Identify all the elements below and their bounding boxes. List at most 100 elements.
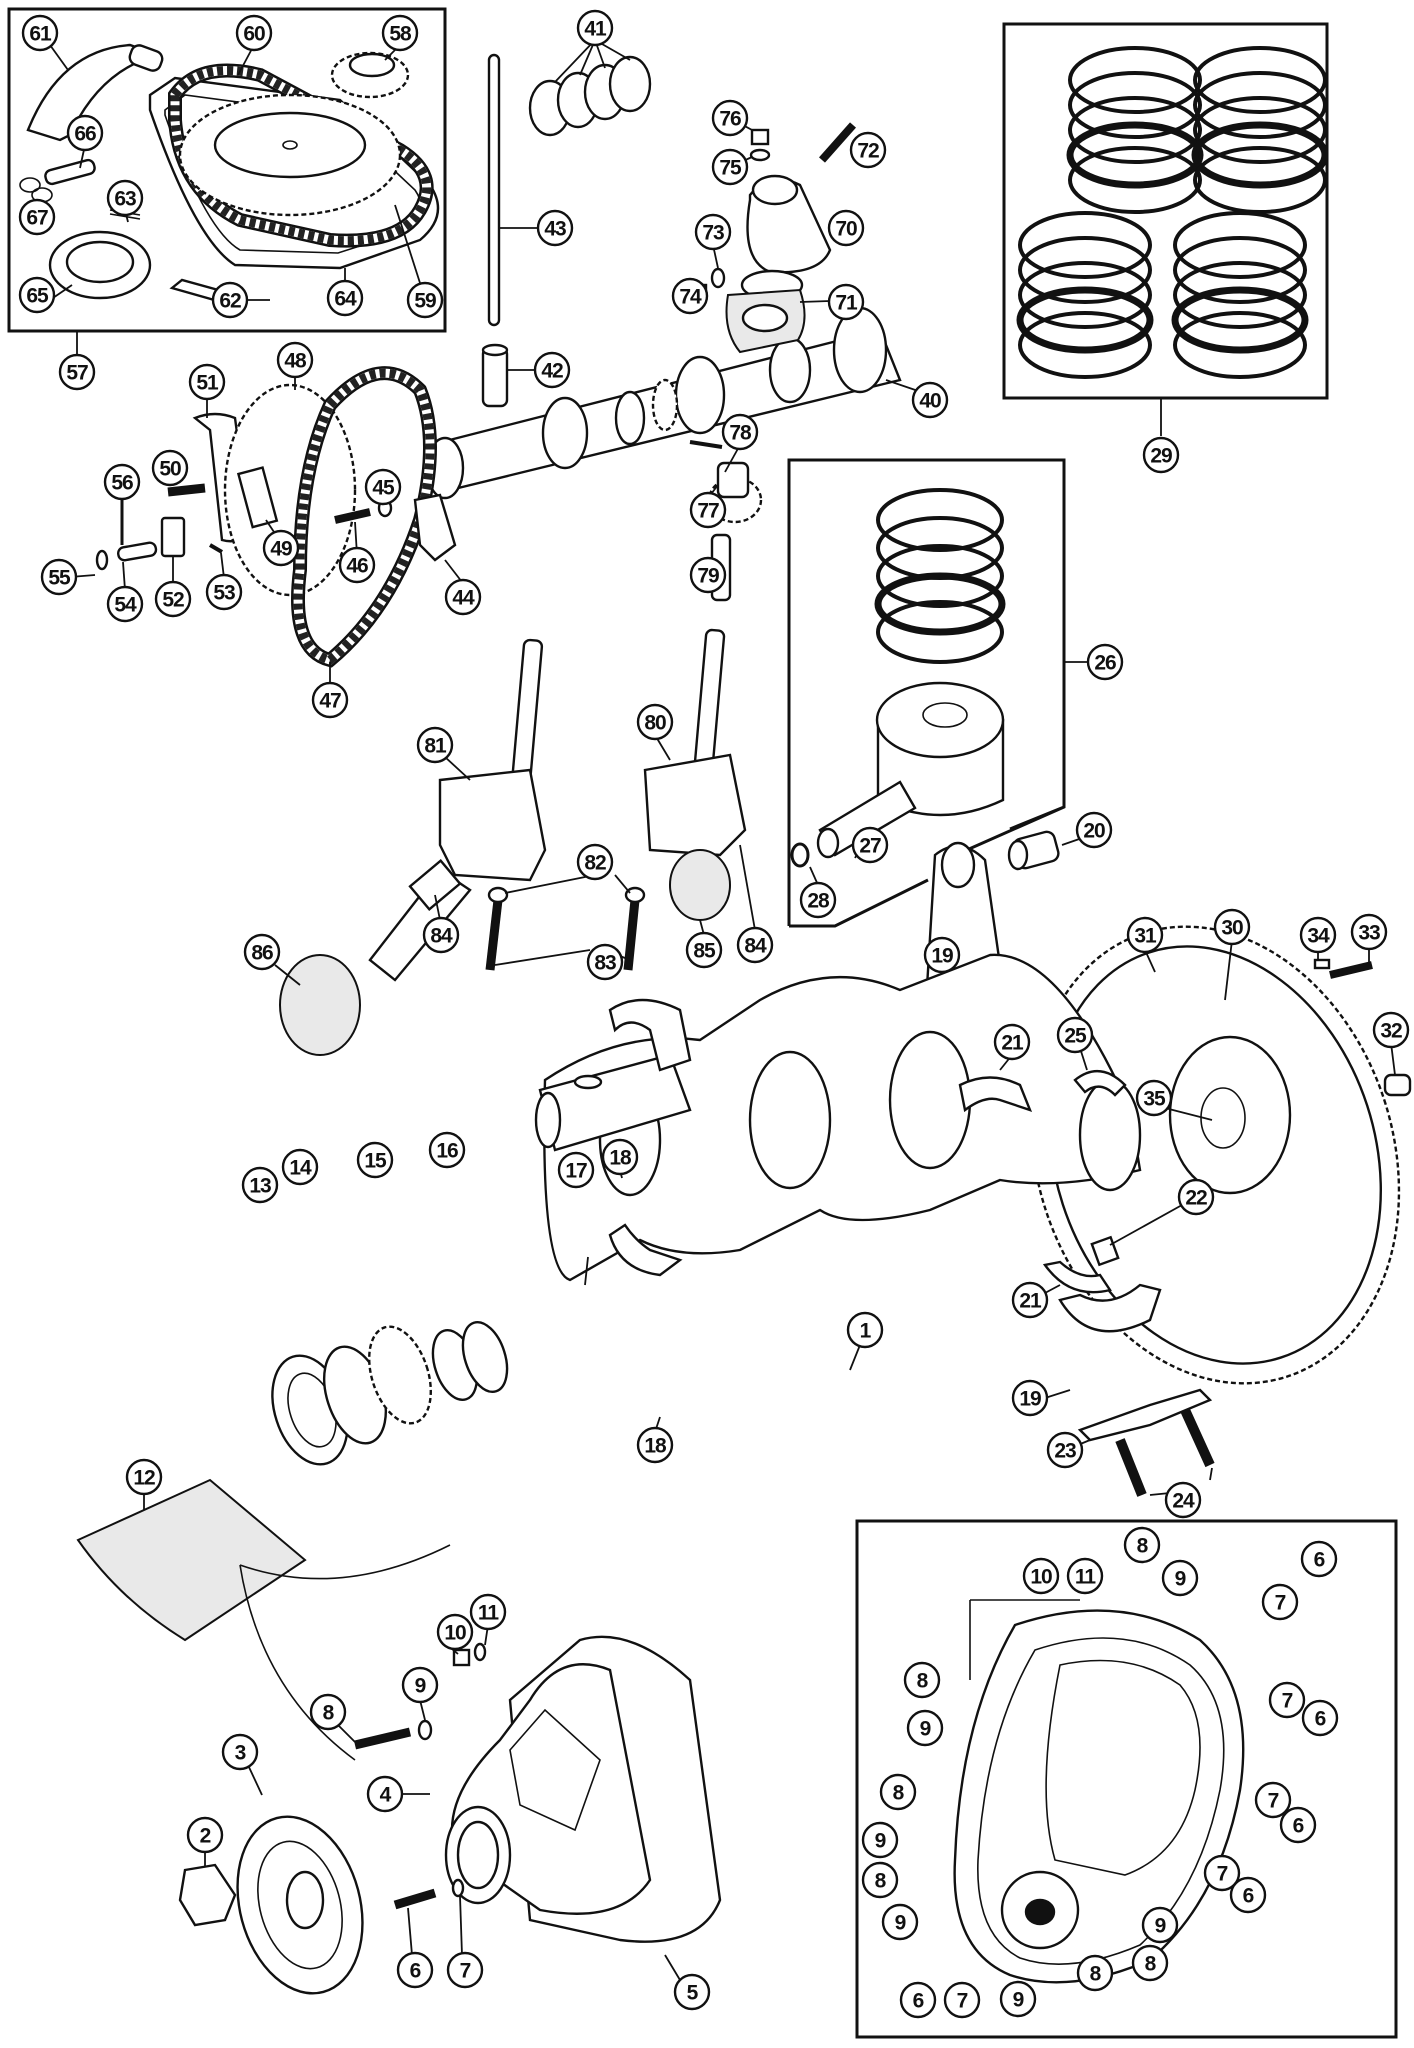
callout-9: 9: [401, 1666, 439, 1704]
callout-circle: [186, 1816, 224, 1854]
callout-circle: [879, 1773, 917, 1811]
callout-label: 19: [1019, 1388, 1041, 1411]
callout-circle: [1126, 916, 1164, 954]
callout-circle: [1177, 1178, 1215, 1216]
callout-circle: [861, 1821, 899, 1859]
callout-62: 62: [211, 281, 249, 319]
callout-8: 8: [1131, 1944, 1169, 1982]
callout-19: 19: [1011, 1379, 1049, 1417]
callout-label: 64: [334, 288, 357, 311]
callout-3: 3: [221, 1733, 259, 1771]
callout-circle: [536, 209, 574, 247]
callout-circle: [21, 14, 59, 52]
callout-label: 26: [1094, 652, 1116, 675]
callout-23: 23: [1046, 1431, 1084, 1469]
callout-label: 85: [693, 940, 716, 963]
callout-label: 63: [114, 188, 136, 211]
callout-label: 29: [1150, 445, 1172, 468]
callout-label: 74: [679, 286, 702, 309]
callout-label: 8: [893, 1782, 905, 1805]
timing-kit-parts: [19, 43, 440, 307]
callout-circle: [1142, 436, 1180, 474]
timing-chain-kit-box: [7, 7, 447, 333]
callout-circle: [1011, 1281, 1049, 1319]
callout-label: 67: [26, 207, 48, 230]
callout-34: 34: [1299, 916, 1337, 954]
piston-ring-sets: [1016, 46, 1329, 379]
callout-label: 18: [644, 1435, 667, 1458]
callout-circle: [66, 114, 104, 152]
callout-58: 58: [381, 14, 419, 52]
callout-44: 44: [444, 578, 482, 616]
callout-circle: [1161, 1559, 1199, 1597]
callout-label: 59: [414, 290, 436, 313]
callout-6: 6: [1229, 1876, 1267, 1914]
callout-circle: [406, 281, 444, 319]
callout-43: 43: [536, 209, 574, 247]
callout-circle: [1123, 1526, 1161, 1564]
callout-circle: [106, 179, 144, 217]
callout-label: 8: [1145, 1953, 1157, 1976]
callout-label: 65: [26, 285, 49, 308]
callout-label: 18: [609, 1147, 632, 1170]
callout-circle: [1056, 1016, 1094, 1054]
callout-label: 19: [931, 945, 953, 968]
callout-label: 42: [541, 360, 563, 383]
callout-label: 32: [1380, 1020, 1402, 1043]
callout-circle: [849, 131, 887, 169]
callout-21: 21: [993, 1023, 1031, 1061]
callout-label: 3: [235, 1742, 246, 1765]
callout-circle: [1203, 1854, 1241, 1892]
callout-label: 8: [1090, 1963, 1102, 1986]
callout-8: 8: [1076, 1954, 1114, 1992]
callout-label: 5: [687, 1982, 699, 2005]
callout-circle: [1075, 811, 1113, 849]
callout-label: 10: [1030, 1566, 1052, 1589]
callout-circle: [106, 585, 144, 623]
callout-83: 83: [586, 943, 624, 981]
callout-24: 24: [1164, 1481, 1202, 1519]
callout-74: 74: [671, 277, 709, 315]
callout-circle: [396, 1951, 434, 1989]
callout-18: 18: [601, 1138, 639, 1176]
callout-circle: [685, 931, 723, 969]
callout-label: 55: [48, 567, 71, 590]
callout-label: 14: [289, 1157, 312, 1180]
callout-label: 16: [436, 1140, 458, 1163]
callout-circle: [309, 1693, 347, 1731]
callout-circle: [903, 1661, 941, 1699]
callout-label: 54: [114, 594, 137, 617]
callout-circle: [1135, 1079, 1173, 1117]
callout-label: 46: [346, 555, 368, 578]
callout-circle: [18, 198, 56, 236]
callout-33: 33: [1350, 913, 1388, 951]
callout-circle: [999, 1980, 1037, 2018]
callout-label: 21: [1001, 1032, 1024, 1055]
callout-circle: [356, 1141, 394, 1179]
callout-label: 44: [452, 587, 475, 610]
callout-label: 9: [415, 1675, 426, 1698]
callout-label: 25: [1064, 1025, 1087, 1048]
callout-label: 57: [66, 362, 88, 385]
callout-60: 60: [235, 14, 273, 52]
callout-75: 75: [711, 148, 749, 186]
callout-label: 34: [1307, 925, 1330, 948]
callout-circle: [235, 14, 273, 52]
callout-27: 27: [851, 826, 889, 864]
callout-circle: [422, 916, 460, 954]
callout-label: 21: [1019, 1290, 1042, 1313]
callout-1: 1: [846, 1311, 884, 1349]
callout-label: 22: [1185, 1187, 1207, 1210]
callout-circle: [1300, 1540, 1338, 1578]
small-end-bush: [1007, 830, 1060, 871]
callout-label: 7: [1217, 1863, 1228, 1886]
oil-pump-parts: [279, 628, 747, 1056]
callout-circle: [40, 558, 78, 596]
camshaft-parts: [425, 53, 902, 602]
callout-20: 20: [1075, 811, 1113, 849]
callout-29: 29: [1142, 436, 1180, 474]
callout-circle: [1279, 1806, 1317, 1844]
callout-label: 27: [859, 835, 881, 858]
